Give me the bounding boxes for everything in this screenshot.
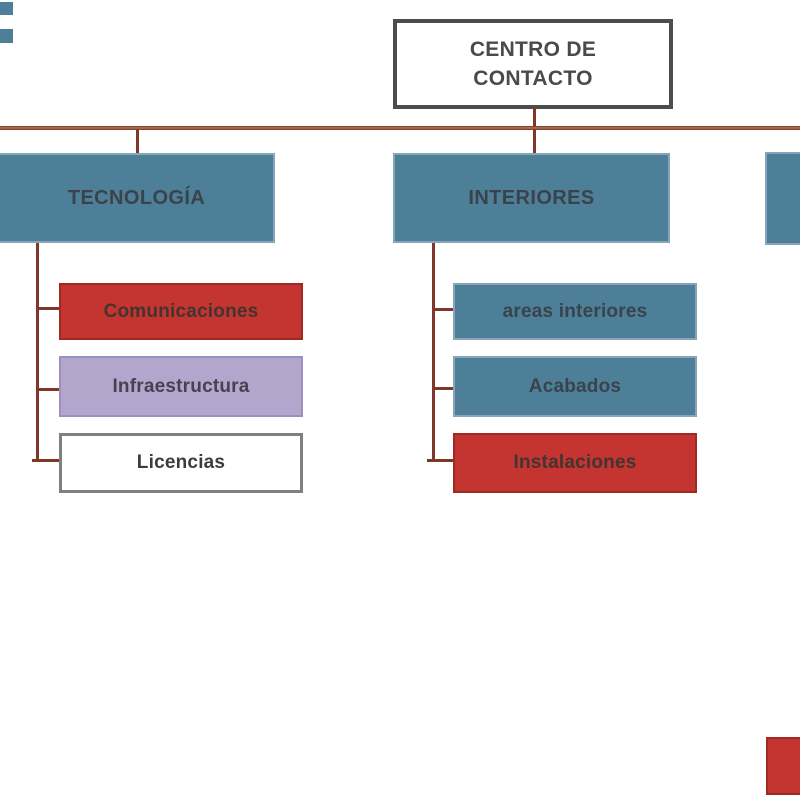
child-box-comunicaciones: Comunicaciones [59, 283, 303, 340]
bottom-right-red-fragment [766, 737, 800, 795]
branch-box-partial-right [765, 152, 800, 245]
left-edge-teal-fragment-top [0, 2, 13, 15]
connector-mainline-to-tecnologia [136, 129, 139, 154]
root-node-centro-de-contacto: CENTRO DE CONTACTO [393, 19, 673, 109]
branch-box-interiores: INTERIORES [393, 153, 670, 243]
child-box-infraestructura: Infraestructura [59, 356, 303, 417]
branch-tecnologia-label: TECNOLOGÍA [67, 186, 206, 209]
child-box-acabados: Acabados [453, 356, 697, 417]
child-areas-interiores-label: areas interiores [502, 300, 648, 322]
child-comunicaciones-label: Comunicaciones [103, 300, 259, 322]
child-licencias-label: Licencias [136, 452, 226, 473]
child-box-instalaciones: Instalaciones [453, 433, 697, 493]
root-node-label: CENTRO DE CONTACTO [469, 37, 597, 90]
tick-acabados [432, 387, 453, 390]
connector-mainline-to-interiores [533, 129, 536, 154]
tick-areas-interiores [432, 308, 453, 311]
child-box-licencias: Licencias [59, 433, 303, 493]
branch-interiores-label: INTERIORES [468, 186, 595, 209]
child-acabados-label: Acabados [528, 375, 622, 397]
connector-interiores-children-spine [432, 242, 435, 462]
tick-instalaciones [427, 459, 453, 462]
main-horizontal-connector-line [0, 126, 800, 130]
left-edge-teal-fragment-lower [0, 29, 13, 43]
branch-box-tecnologia: TECNOLOGÍA [0, 153, 275, 243]
connector-root-to-mainline [533, 107, 536, 127]
tick-licencias [32, 459, 59, 462]
child-instalaciones-label: Instalaciones [513, 452, 637, 473]
tick-comunicaciones [36, 307, 59, 310]
child-box-areas-interiores: areas interiores [453, 283, 697, 340]
connector-tecnologia-children-spine [36, 241, 39, 462]
child-infraestructura-label: Infraestructura [112, 375, 250, 397]
tick-infraestructura [36, 388, 59, 391]
